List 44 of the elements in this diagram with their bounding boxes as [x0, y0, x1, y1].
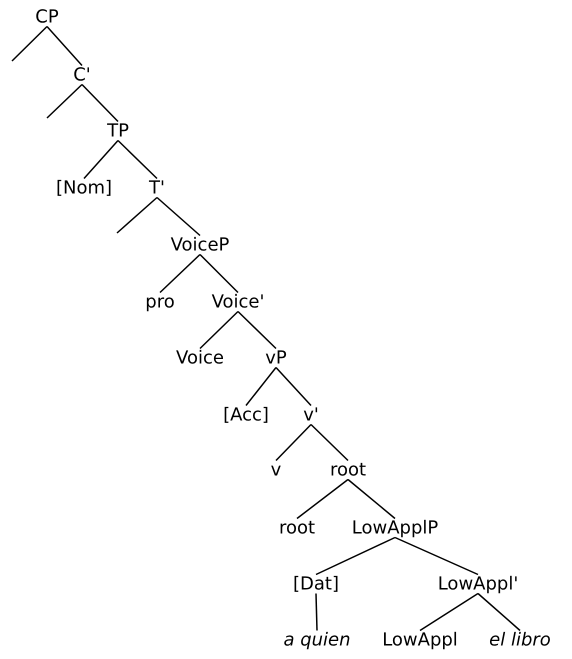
tree-branch	[81, 84, 119, 122]
tree-node-label: Voice'	[212, 292, 264, 312]
tree-branch	[11, 26, 48, 62]
tree-node-label: LowAppl	[382, 630, 458, 650]
tree-branch	[46, 26, 83, 66]
tree-node-label: TP	[107, 120, 129, 142]
tree-node-label: a quien	[283, 630, 351, 650]
tree-node-label: el libro	[489, 630, 551, 650]
tree-node-label: [Acc]	[223, 404, 269, 426]
tree-node-label: CP	[35, 6, 59, 28]
tree-branch	[420, 592, 478, 632]
tree-node-label: C'	[73, 64, 91, 86]
tree-branch	[159, 254, 201, 294]
tree-node-label: v'	[303, 404, 319, 426]
tree-branch	[394, 536, 478, 576]
tree-branch	[275, 424, 312, 462]
tree-branch	[478, 592, 520, 632]
tree-node-label: VoiceP	[170, 234, 230, 256]
tree-node-label: pro	[145, 292, 175, 312]
tree-branch	[315, 593, 318, 631]
tree-branch	[296, 478, 348, 520]
tree-node-label: root	[278, 518, 316, 538]
tree-branch	[116, 196, 158, 234]
tree-branch	[156, 196, 200, 236]
tree-node-label: vP	[265, 348, 287, 368]
tree-node-label: LowApplP	[352, 518, 438, 538]
tree-branch	[348, 478, 396, 520]
tree-branch	[310, 424, 349, 462]
tree-node-label: [Dat]	[293, 574, 339, 594]
tree-branch	[83, 140, 119, 179]
tree-node-label: T'	[149, 178, 165, 198]
tree-branch	[199, 254, 239, 294]
tree-node-label: LowAppl'	[438, 574, 518, 594]
tree-branch	[275, 367, 312, 406]
tree-node-label: v	[270, 460, 282, 480]
tree-node-label: [Nom]	[56, 178, 112, 198]
tree-branch	[316, 536, 396, 576]
tree-node-label: root	[330, 460, 366, 480]
tree-branch	[237, 310, 277, 350]
tree-node-label: Voice	[176, 348, 224, 368]
tree-branch	[245, 367, 277, 406]
tree-branch	[46, 84, 83, 119]
tree-branch	[199, 310, 239, 350]
tree-branch	[117, 140, 158, 180]
